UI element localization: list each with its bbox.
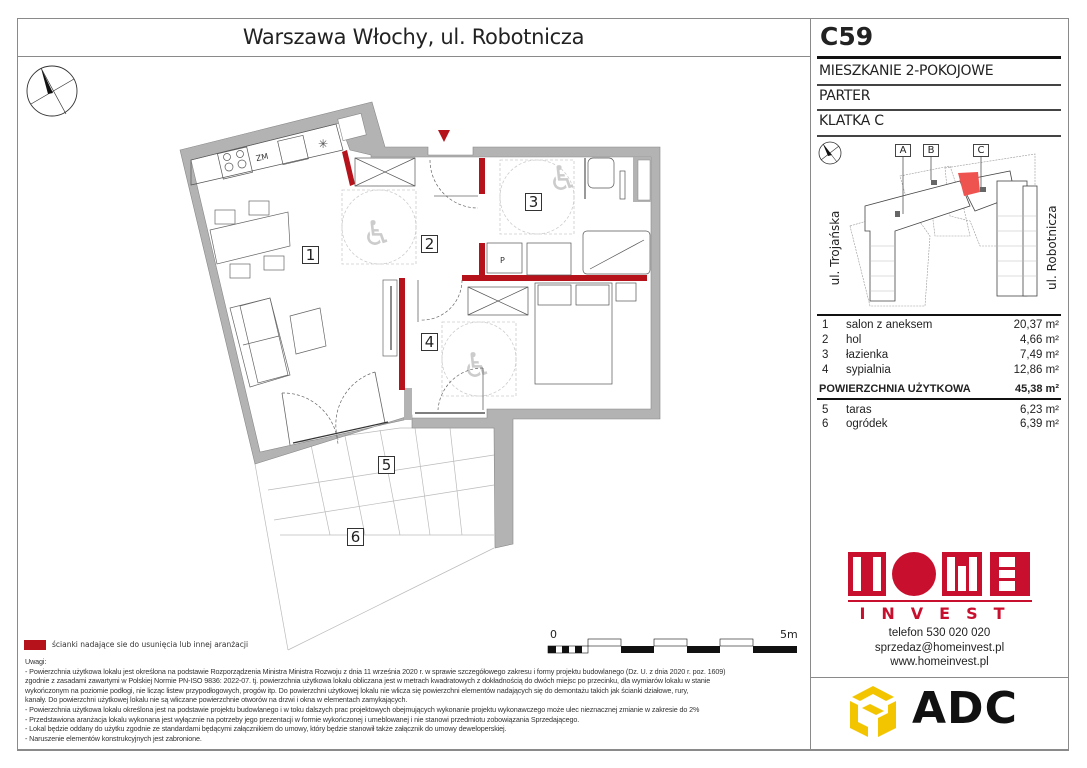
phone: telefon 530 020 020 xyxy=(888,627,991,639)
svg-text:♿: ♿ xyxy=(548,159,578,199)
svg-text:P: P xyxy=(500,256,505,265)
divider xyxy=(817,398,1061,400)
divider xyxy=(810,18,811,750)
note-line: - Naruszenie elementów konstrukcyjnych j… xyxy=(25,733,202,743)
adc-cube-icon xyxy=(850,686,896,737)
terrace-area xyxy=(254,427,495,651)
washbasin-icon xyxy=(526,242,572,276)
building-footprint xyxy=(864,170,1038,302)
adc-logo: ADC xyxy=(912,683,1018,734)
staircase-a-label: A xyxy=(895,144,911,157)
doors xyxy=(281,195,484,446)
note-line: - Powierzchnia użytkowa lokalu określona… xyxy=(25,704,700,714)
staircase-b-marker xyxy=(931,180,937,185)
kitchen-counter: ZM ✳ xyxy=(190,123,344,186)
home-invest-logo: INVEST xyxy=(848,552,1032,620)
bed xyxy=(534,282,637,385)
hall-wardrobe xyxy=(354,157,529,316)
divider xyxy=(817,84,1061,86)
scale-bar xyxy=(547,638,797,654)
room-label-5: 5 xyxy=(378,456,395,474)
divider xyxy=(817,56,1061,59)
note-line: zgodnie z zasadami zawartymi w Polskiej … xyxy=(25,676,711,686)
bathroom-fixtures: P xyxy=(486,157,651,276)
apartment-type: MIESZKANIE 2-POKOJOWE xyxy=(819,63,994,79)
apartment-code: C59 xyxy=(820,22,874,51)
sofa xyxy=(229,297,327,388)
room-label-6: 6 xyxy=(347,528,364,546)
divider xyxy=(810,677,1069,678)
sink-icon xyxy=(277,134,309,166)
note-line: - Powierzchnia użytkowa lokalu jest okre… xyxy=(25,666,726,676)
email-link[interactable]: sprzedaz@homeinvest.pl xyxy=(874,642,1005,654)
room-label-2: 2 xyxy=(421,235,438,253)
windows xyxy=(292,412,485,444)
staircase-a-marker xyxy=(895,211,900,217)
door-swings xyxy=(281,159,484,446)
staircase-c-label: C xyxy=(973,144,989,157)
wardrobe xyxy=(382,279,398,357)
compass-icon xyxy=(818,141,842,165)
notes-title: Uwagi: xyxy=(25,657,47,666)
scale-end: 5m xyxy=(780,628,798,641)
staircase: KLATKA C xyxy=(819,113,884,129)
room-label-1: 1 xyxy=(302,246,319,264)
building-grid xyxy=(870,215,1037,292)
scale-start: 0 xyxy=(550,628,557,641)
svg-text:✳: ✳ xyxy=(318,137,328,151)
page-title: Warszawa Włochy, ul. Robotnicza xyxy=(242,25,585,49)
svg-text:ZM: ZM xyxy=(255,152,269,164)
room-label-4: 4 xyxy=(421,333,438,351)
bathtub-icon xyxy=(582,230,651,275)
north-arrow-icon xyxy=(26,65,78,117)
legend-text: ścianki nadające sie do usunięcia lub in… xyxy=(52,640,249,649)
divider xyxy=(817,135,1061,137)
svg-text:♿: ♿ xyxy=(362,214,392,254)
note-line: kanały. Do powierzchni użytkowej lokalu … xyxy=(25,695,408,705)
staircase-c-marker xyxy=(980,187,986,192)
entrance-arrow-icon xyxy=(438,130,450,142)
floor-level: PARTER xyxy=(819,88,871,104)
legend-swatch xyxy=(24,640,46,650)
note-line: - Lokal będzie oddany do użytku zgodnie … xyxy=(25,724,507,734)
apartment-highlight xyxy=(958,172,980,196)
divider xyxy=(17,750,1069,751)
removable-walls xyxy=(342,150,647,390)
svg-text:♿: ♿ xyxy=(462,346,492,386)
note-line: - Przedstawiona aranżacja lokalu wykonan… xyxy=(25,714,580,724)
sheet-frame xyxy=(17,18,1069,750)
cooktop-icon xyxy=(217,146,253,180)
dining-table xyxy=(209,200,291,279)
wheelchair-icon: ♿ ♿ ♿ xyxy=(362,159,578,386)
website-link[interactable]: www.homeinvest.pl xyxy=(890,656,989,668)
storage-niche xyxy=(337,113,367,141)
toilet-icon xyxy=(587,157,615,189)
key-plan xyxy=(818,141,1038,307)
notes: Uwagi: - Powierzchnia użytkowa lokalu je… xyxy=(25,657,800,743)
svg-text:INVEST: INVEST xyxy=(859,604,1020,620)
divider xyxy=(817,109,1061,111)
divider xyxy=(17,56,810,57)
note-line: wykończonym na poziomie podłogi, nie lic… xyxy=(25,685,689,695)
room-label-3: 3 xyxy=(525,193,542,211)
divider xyxy=(817,314,1061,316)
staircase-b-label: B xyxy=(923,144,939,157)
wheelchair-turning-zone xyxy=(341,159,575,397)
